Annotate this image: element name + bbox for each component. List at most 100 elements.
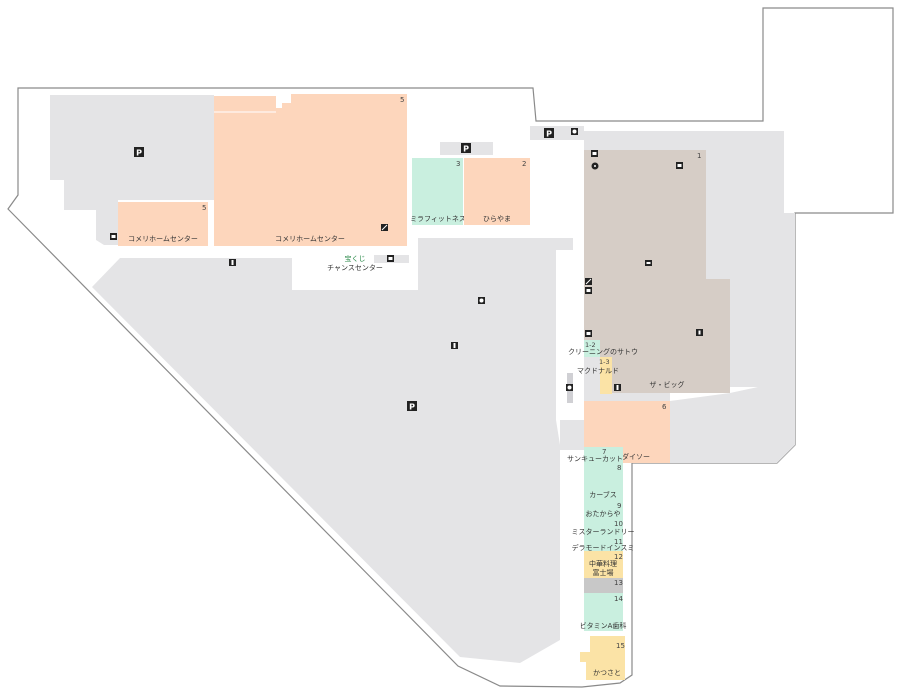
atm-icon bbox=[591, 150, 598, 157]
smoking-area-icon bbox=[566, 384, 573, 391]
store-deramode-number: 11 bbox=[614, 538, 623, 546]
store-hirayama-area bbox=[464, 158, 530, 225]
svg-text:P: P bbox=[409, 403, 415, 412]
store-komeri-small-area bbox=[118, 202, 208, 246]
parking-icon: P bbox=[461, 143, 471, 154]
smoking-area-icon bbox=[571, 128, 578, 135]
svg-text:P: P bbox=[546, 130, 552, 139]
store-katsusato-area bbox=[580, 636, 625, 680]
store-mirafit-area bbox=[412, 158, 463, 225]
store-komeri-small-name: コメリホームセンター bbox=[128, 234, 198, 243]
store-the-big-number: 1 bbox=[697, 152, 701, 160]
store-laundry[interactable]: 10 ミスターランドリー bbox=[572, 518, 635, 537]
store-cleaning[interactable]: 1-2 クリーニングのサトウ bbox=[568, 340, 638, 357]
store-otakaraya-area bbox=[584, 501, 623, 518]
restroom-icon bbox=[585, 287, 592, 294]
store-sankyu-area bbox=[584, 447, 623, 463]
store-katsusato[interactable]: 15 かつさと bbox=[580, 636, 625, 680]
store-unit13-area bbox=[584, 578, 623, 593]
store-the-big-name: ザ・ビッグ bbox=[650, 380, 685, 389]
store-mcdonalds-area bbox=[600, 357, 612, 394]
store-takarakuji-name-bottom: チャンスセンター bbox=[327, 263, 383, 272]
store-mirafit-number: 3 bbox=[456, 160, 460, 168]
walkway-gap bbox=[556, 238, 573, 250]
store-hirayama[interactable]: 2 ひらやま bbox=[464, 158, 530, 225]
restroom-icon bbox=[110, 233, 117, 240]
store-laundry-number: 10 bbox=[614, 520, 623, 528]
store-deramode-name: デラモードインスミ bbox=[572, 543, 635, 552]
store-sankyu-number: 7 bbox=[602, 448, 606, 456]
restroom-icon bbox=[451, 342, 458, 349]
store-deramode-area bbox=[584, 537, 623, 551]
store-cleaning-number: 1-2 bbox=[585, 341, 596, 349]
atm-icon bbox=[387, 255, 394, 262]
store-hirayama-name: ひらやま bbox=[483, 215, 511, 223]
store-komeri-large-name: コメリホームセンター bbox=[275, 234, 345, 243]
atm-icon bbox=[585, 330, 592, 337]
information-icon bbox=[591, 162, 599, 170]
escalator-icon bbox=[381, 224, 388, 231]
restroom-icon bbox=[614, 384, 621, 391]
store-takarakuji[interactable]: 宝くじ チャンスセンター bbox=[327, 254, 383, 272]
store-chuka[interactable]: 12 中華料理 富士場 bbox=[584, 551, 623, 578]
restroom-icon bbox=[229, 259, 236, 266]
store-komeri-small-number: 5 bbox=[202, 204, 206, 212]
store-vitamin-name: ビタミンA歯科 bbox=[580, 621, 627, 630]
escalator-icon bbox=[645, 260, 652, 266]
store-chuka-area bbox=[584, 551, 623, 578]
store-laundry-area bbox=[584, 518, 623, 537]
store-the-big-area bbox=[584, 150, 730, 393]
store-curves-area bbox=[584, 463, 623, 501]
east-lot bbox=[670, 131, 795, 463]
information-icon bbox=[696, 329, 703, 336]
store-mcdonalds[interactable]: 1-3 マクドナルド bbox=[577, 357, 619, 394]
store-komeri-small[interactable]: 5 コメリホームセンター bbox=[118, 202, 208, 246]
store-cleaning-area bbox=[584, 340, 600, 357]
store-otakaraya[interactable]: 9 おたからや bbox=[584, 501, 623, 518]
store-vitamin-number: 14 bbox=[614, 595, 623, 603]
store-hirayama-number: 2 bbox=[522, 160, 526, 168]
store-vitamin-area bbox=[584, 593, 623, 631]
store-komeri-large-area bbox=[214, 94, 407, 246]
smoking-area-icon bbox=[478, 297, 485, 304]
svg-text:P: P bbox=[136, 149, 142, 158]
parking-icon: P bbox=[544, 128, 554, 139]
store-katsusato-number: 15 bbox=[616, 642, 625, 650]
store-chuka-name-top: 中華料理 bbox=[589, 559, 617, 568]
store-the-big[interactable]: 1 ザ・ビッグ bbox=[584, 150, 730, 393]
walkway-south-strip bbox=[560, 420, 584, 450]
store-deramode[interactable]: 11 デラモードインスミ bbox=[572, 537, 635, 552]
store-vitamin[interactable]: 14 ビタミンA歯科 bbox=[580, 593, 627, 631]
store-curves-number: 8 bbox=[617, 464, 621, 472]
store-otakaraya-name: おたからや bbox=[586, 510, 621, 518]
store-daiso-number: 6 bbox=[662, 403, 667, 411]
store-takarakuji-name-top: 宝くじ bbox=[345, 254, 366, 263]
store-chuka-name-bottom: 富士場 bbox=[593, 568, 614, 577]
store-sankyu-name: サンキューカット bbox=[567, 455, 623, 463]
svg-text:P: P bbox=[463, 145, 469, 154]
store-sankyu[interactable]: 7 サンキューカット bbox=[567, 447, 623, 463]
store-curves-name: カーブス bbox=[589, 490, 617, 499]
store-katsusato-name: かつさと bbox=[593, 669, 621, 677]
store-cleaning-name: クリーニングのサトウ bbox=[568, 347, 638, 356]
store-unit13[interactable]: 13 bbox=[584, 578, 623, 593]
store-mirafit-name: ミラフィットネス bbox=[410, 215, 466, 223]
parking-icon: P bbox=[407, 401, 417, 412]
escalator-icon bbox=[585, 278, 592, 285]
store-curves[interactable]: 8 カーブス bbox=[584, 463, 623, 501]
store-laundry-name: ミスターランドリー bbox=[572, 527, 635, 536]
parking-strip-northeast bbox=[530, 126, 584, 140]
store-mirafit[interactable]: 3 ミラフィットネス bbox=[410, 158, 466, 225]
parking-lot-main bbox=[92, 238, 560, 663]
parking-lot-northwest bbox=[50, 95, 214, 245]
store-chuka-number: 12 bbox=[614, 553, 623, 561]
store-daiso[interactable]: 6 ダイソー bbox=[584, 401, 670, 463]
parking-icon: P bbox=[134, 147, 144, 158]
store-otakaraya-number: 9 bbox=[617, 502, 621, 510]
store-komeri-large[interactable]: 5 コメリホームセンター bbox=[214, 94, 407, 246]
store-komeri-large-number: 5 bbox=[400, 96, 404, 104]
atm-icon bbox=[676, 162, 683, 169]
store-daiso-name: ダイソー bbox=[622, 452, 650, 461]
store-unit13-number: 13 bbox=[614, 579, 623, 587]
